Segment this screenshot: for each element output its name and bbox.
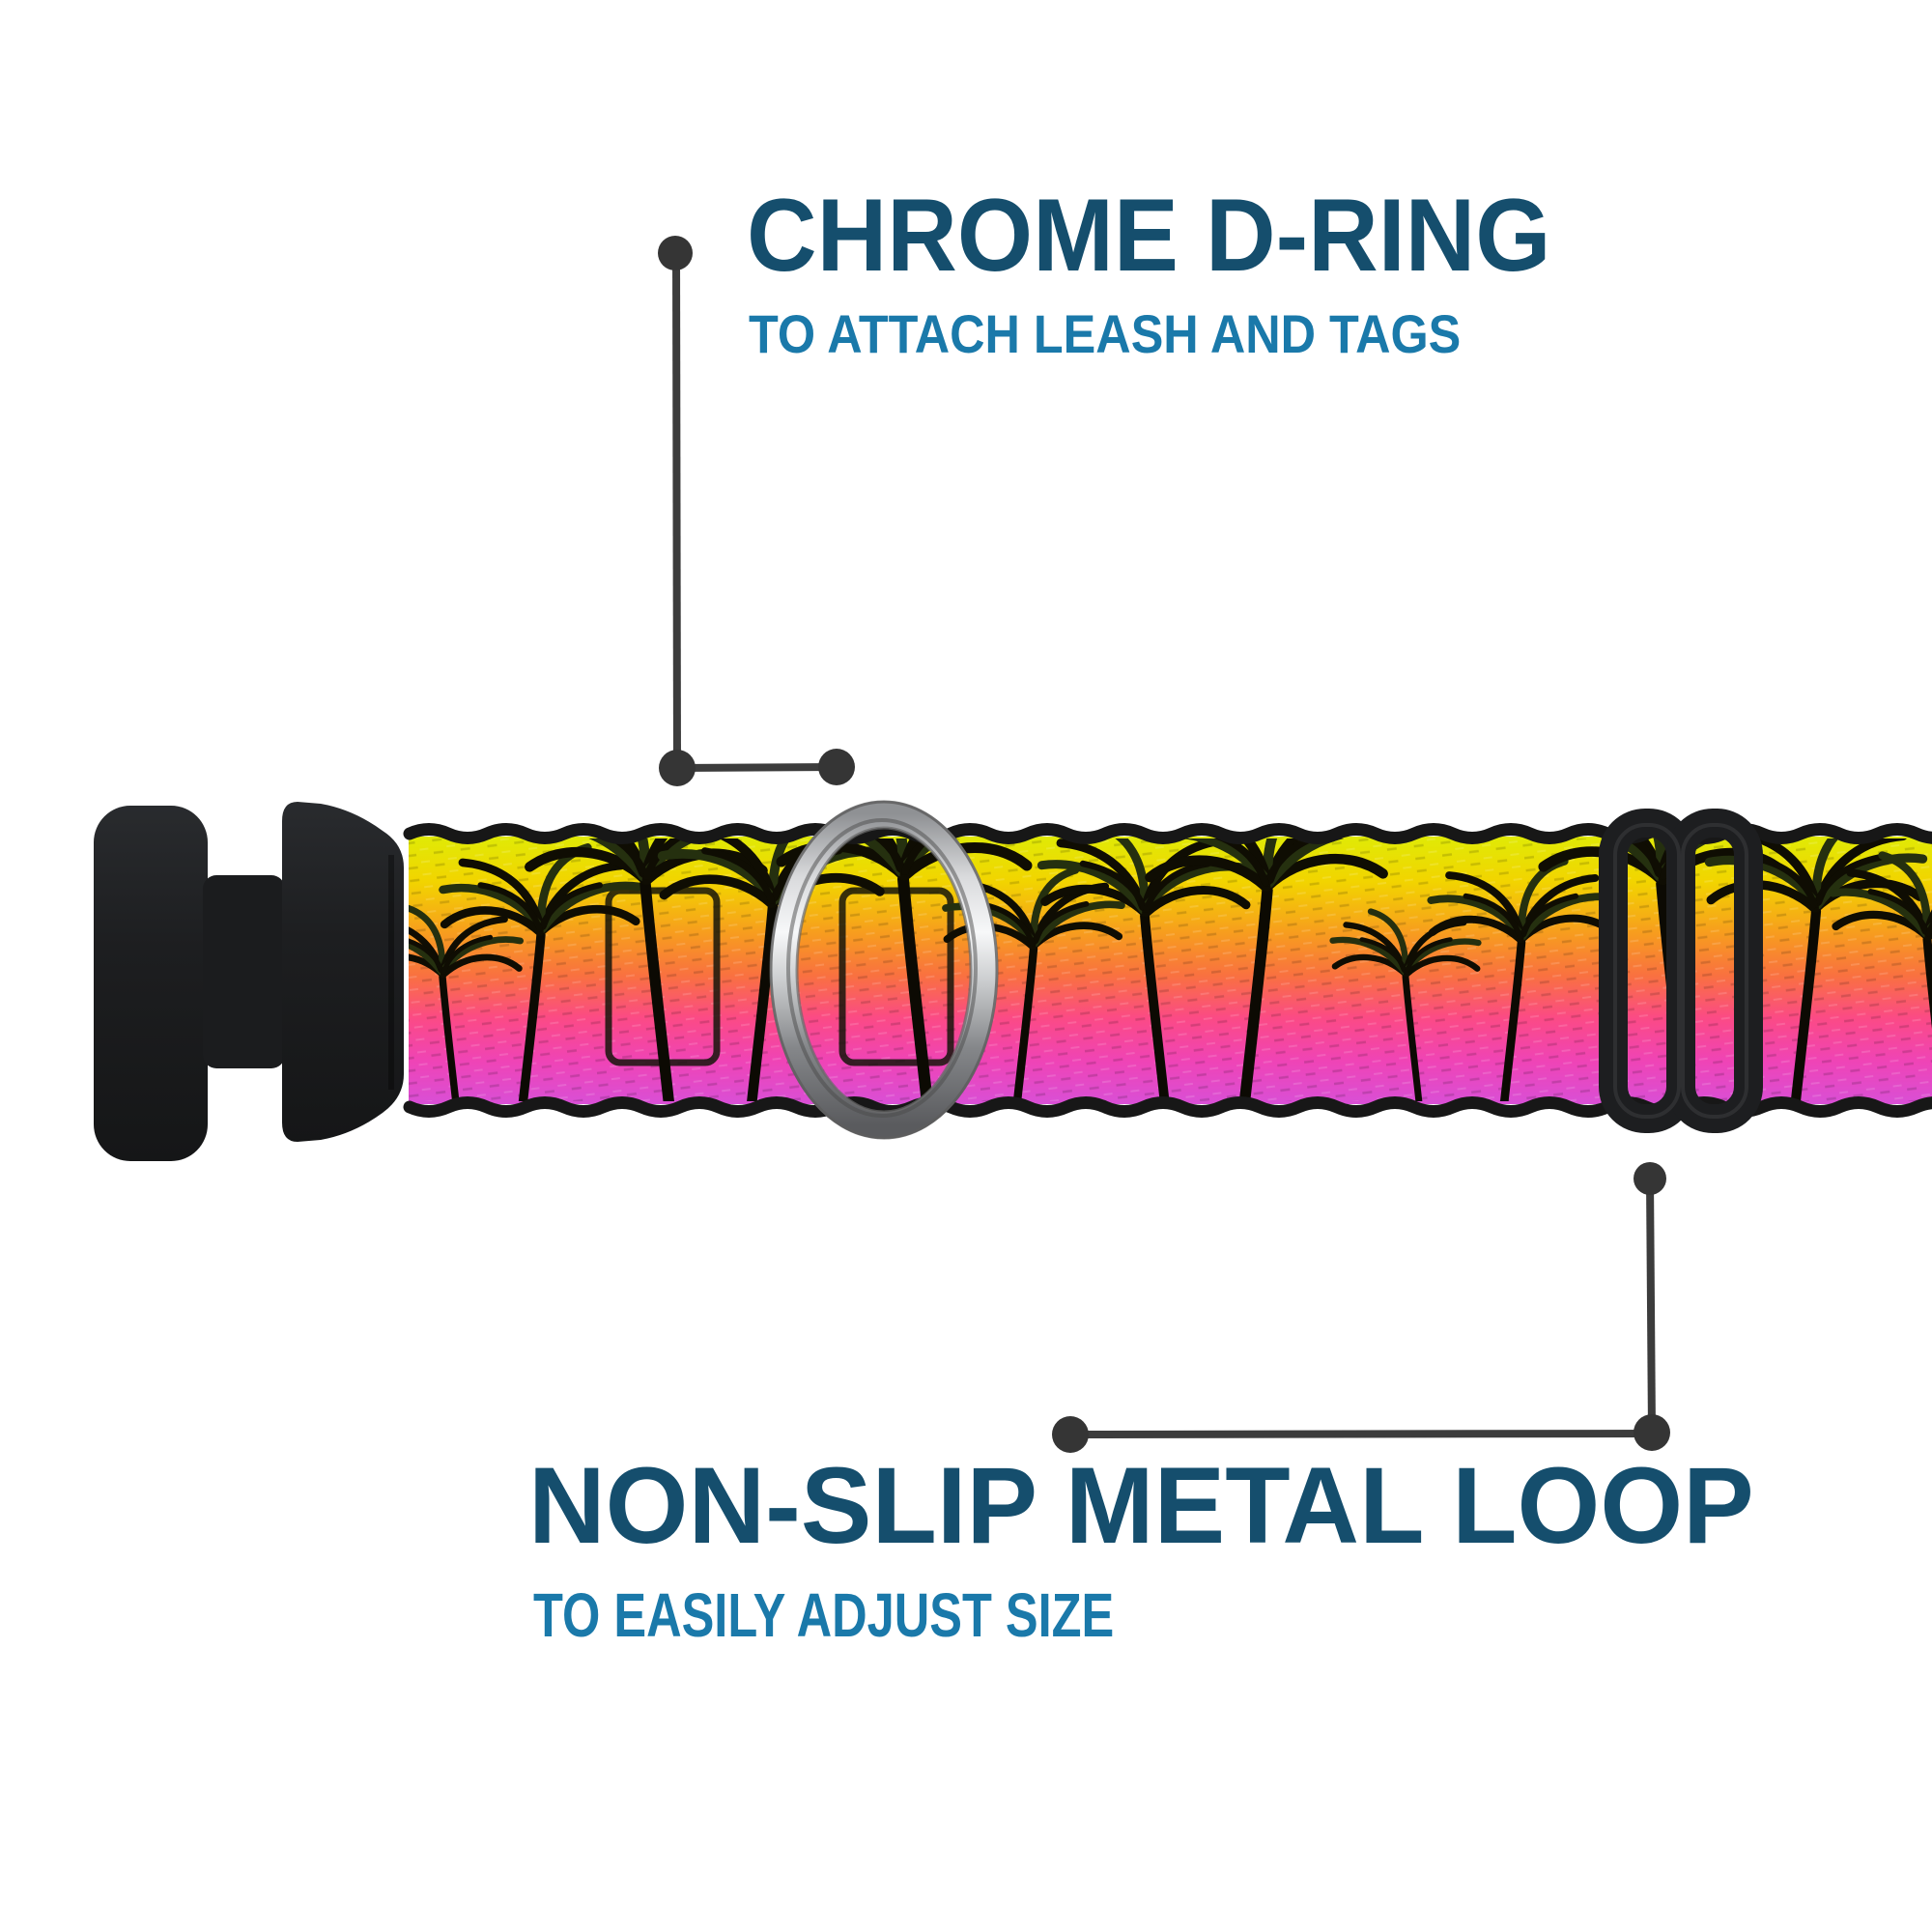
logo-frame-icon bbox=[838, 887, 954, 1066]
callout-dot bbox=[1634, 1162, 1666, 1195]
top-callout-title-text: CHROME D-RING bbox=[747, 177, 1551, 293]
bottom-callout-title: NON-SLIP METAL LOOP bbox=[528, 1452, 1773, 1560]
bottom-callout-connector bbox=[1052, 1162, 1670, 1453]
callout-dot bbox=[658, 236, 693, 270]
bottom-callout-subtitle: TO EASILY ADJUST SIZE bbox=[533, 1584, 1268, 1646]
top-callout-title: CHROME D-RING bbox=[747, 184, 1603, 287]
callout-dot bbox=[1052, 1416, 1089, 1453]
top-callout-connector bbox=[658, 236, 855, 786]
top-callout-subtitle-text: TO ATTACH LEASH AND TAGS bbox=[749, 303, 1462, 364]
bottom-callout-subtitle-text: TO EASILY ADJUST SIZE bbox=[533, 1580, 1115, 1650]
metal-slider-loop-icon bbox=[1599, 809, 1763, 1133]
top-callout-subtitle: TO ATTACH LEASH AND TAGS bbox=[749, 307, 1540, 361]
callout-dot bbox=[818, 749, 855, 785]
callout-dot bbox=[1634, 1414, 1670, 1451]
bottom-callout-title-text: NON-SLIP METAL LOOP bbox=[528, 1445, 1754, 1566]
callout-dot bbox=[659, 750, 696, 786]
side-release-buckle bbox=[94, 802, 404, 1161]
chrome-d-ring-icon bbox=[769, 800, 999, 1140]
